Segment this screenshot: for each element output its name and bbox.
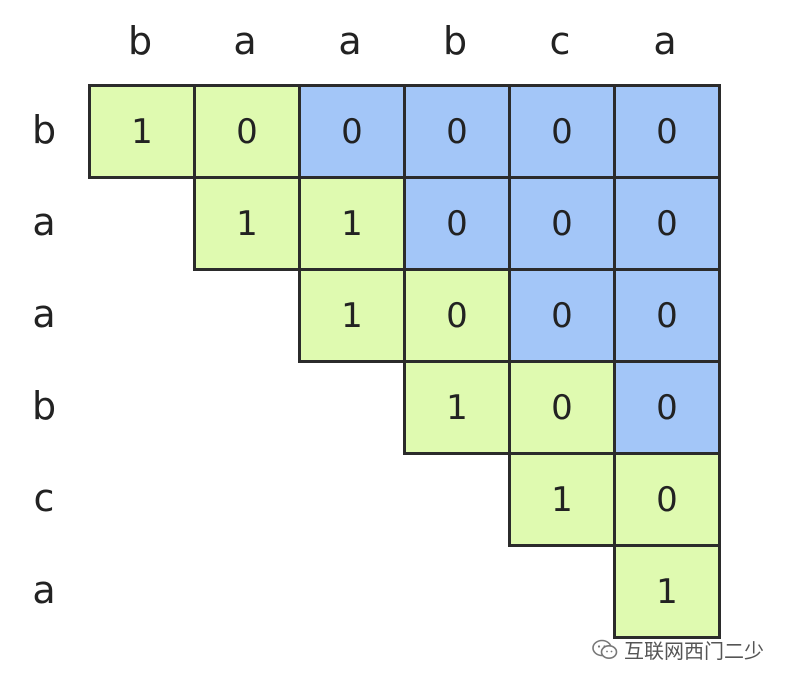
cell-0-2: 0 bbox=[298, 84, 406, 179]
column-header-1: a bbox=[233, 19, 257, 63]
watermark: 互联网西门二少 bbox=[592, 635, 764, 664]
cell-1-5: 0 bbox=[613, 176, 721, 271]
column-header-4: c bbox=[549, 19, 571, 63]
row-header-2: a bbox=[32, 292, 56, 336]
cell-2-4: 0 bbox=[508, 268, 616, 363]
cell-3-3: 1 bbox=[403, 360, 511, 455]
cell-1-1: 1 bbox=[193, 176, 301, 271]
row-header-5: a bbox=[32, 568, 56, 612]
row-header-3: b bbox=[31, 384, 57, 428]
cell-0-1: 0 bbox=[193, 84, 301, 179]
cell-0-4: 0 bbox=[508, 84, 616, 179]
row-header-4: c bbox=[33, 476, 55, 520]
cell-1-2: 1 bbox=[298, 176, 406, 271]
cell-5-5: 1 bbox=[613, 544, 721, 639]
cell-2-5: 0 bbox=[613, 268, 721, 363]
row-header-0: b bbox=[31, 108, 57, 152]
cell-0-0: 1 bbox=[88, 84, 196, 179]
column-header-2: a bbox=[338, 19, 362, 63]
cell-3-4: 0 bbox=[508, 360, 616, 455]
cell-0-3: 0 bbox=[403, 84, 511, 179]
cell-2-3: 0 bbox=[403, 268, 511, 363]
cell-2-2: 1 bbox=[298, 268, 406, 363]
cell-3-5: 0 bbox=[613, 360, 721, 455]
column-header-5: a bbox=[653, 19, 677, 63]
cell-4-4: 1 bbox=[508, 452, 616, 547]
cell-1-3: 0 bbox=[403, 176, 511, 271]
cell-4-5: 0 bbox=[613, 452, 721, 547]
column-header-3: b bbox=[442, 19, 468, 63]
cell-0-5: 0 bbox=[613, 84, 721, 179]
cell-1-4: 0 bbox=[508, 176, 616, 271]
wechat-icon bbox=[592, 639, 618, 661]
watermark-text: 互联网西门二少 bbox=[624, 641, 764, 663]
row-header-1: a bbox=[32, 200, 56, 244]
column-header-0: b bbox=[127, 19, 153, 63]
